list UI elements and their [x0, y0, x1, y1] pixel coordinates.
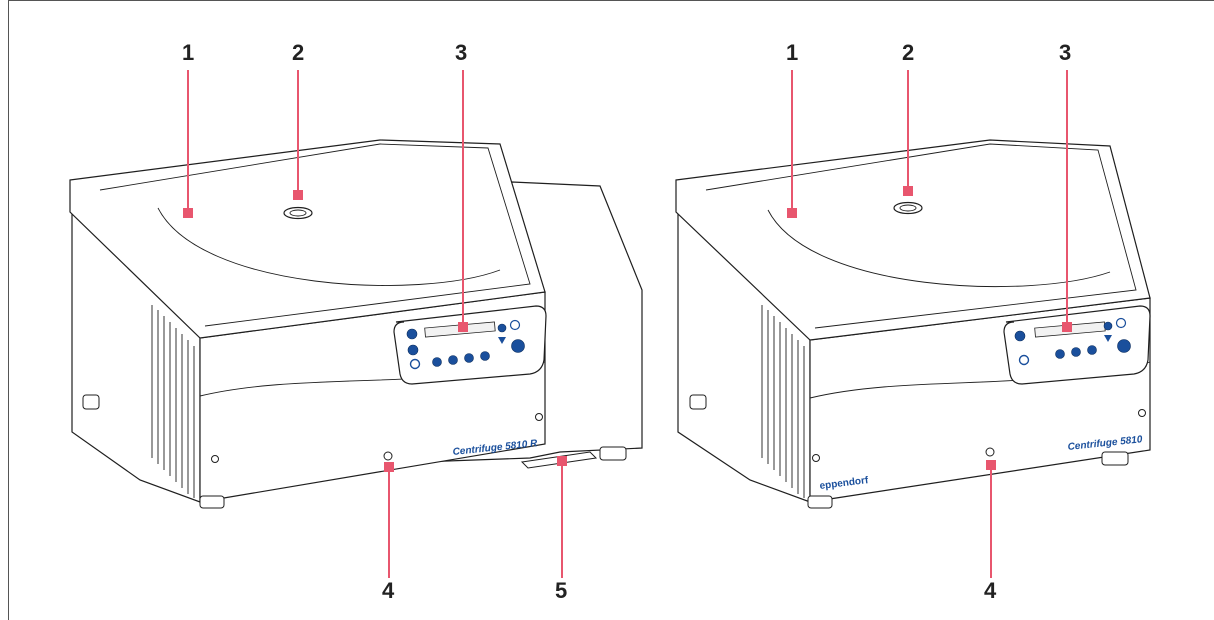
foot	[807, 495, 833, 509]
callout-2: 2	[902, 40, 914, 196]
screw	[535, 413, 543, 421]
control-panel	[1003, 305, 1151, 385]
vent-grille	[151, 305, 195, 498]
lid-port	[893, 201, 923, 215]
button	[1055, 349, 1065, 359]
centrifuge-5810: eppendorf Centrifuge 5810 1 2 3 4	[675, 40, 1151, 603]
callout-number: 2	[902, 40, 914, 65]
callout-3: 3	[455, 40, 468, 332]
foot	[599, 446, 627, 461]
callout-5: 5	[555, 456, 567, 603]
button	[407, 344, 419, 356]
button	[464, 353, 474, 363]
lid-release	[985, 447, 995, 457]
start-button	[1018, 354, 1030, 366]
centrifuge-5810r: Centrifuge 5810 R 1 2 3 4 5	[69, 40, 643, 603]
callout-number: 1	[786, 40, 798, 65]
button	[448, 355, 458, 365]
callout-3: 3	[1059, 40, 1072, 332]
foot	[82, 394, 100, 410]
figure-frame	[8, 0, 1214, 620]
button	[406, 328, 418, 340]
callout-number: 2	[292, 40, 304, 65]
callout-number: 5	[555, 578, 567, 603]
callout-2: 2	[292, 40, 304, 200]
callout-number: 4	[382, 578, 395, 603]
arrow-down-icon	[1104, 335, 1112, 342]
screw	[1138, 409, 1146, 417]
lid-bevel	[705, 143, 1137, 329]
lid-curve	[157, 207, 501, 286]
callout-number: 1	[182, 40, 194, 65]
arrow-down-icon	[498, 337, 506, 344]
lid	[675, 139, 1151, 341]
button	[1103, 321, 1113, 331]
button	[1087, 345, 1097, 355]
lid-release	[383, 451, 393, 461]
callout-4: 4	[984, 460, 997, 603]
foot	[1101, 451, 1129, 466]
callout-number: 3	[455, 40, 467, 65]
button	[1115, 317, 1127, 329]
screw	[211, 455, 219, 463]
foot	[199, 495, 225, 509]
callout-number: 4	[984, 578, 997, 603]
callout-1: 1	[182, 40, 194, 218]
callout-4: 4	[382, 462, 395, 603]
button	[511, 339, 525, 353]
foot	[689, 394, 707, 410]
control-panel	[393, 305, 547, 385]
screw	[812, 454, 820, 462]
button	[480, 351, 490, 361]
lid-bevel	[99, 143, 531, 327]
vent-grille	[761, 305, 805, 498]
callout-number: 3	[1059, 40, 1071, 65]
lid-curve	[767, 209, 1111, 287]
button	[1071, 347, 1081, 357]
button	[509, 319, 521, 331]
button	[1117, 339, 1131, 353]
lid-port-inner	[899, 204, 917, 212]
button	[497, 323, 507, 333]
button	[1014, 330, 1026, 342]
lid-port-inner	[289, 209, 307, 217]
button	[432, 357, 442, 367]
lid-port	[283, 206, 313, 220]
start-button	[409, 358, 421, 370]
callout-1: 1	[786, 40, 798, 218]
